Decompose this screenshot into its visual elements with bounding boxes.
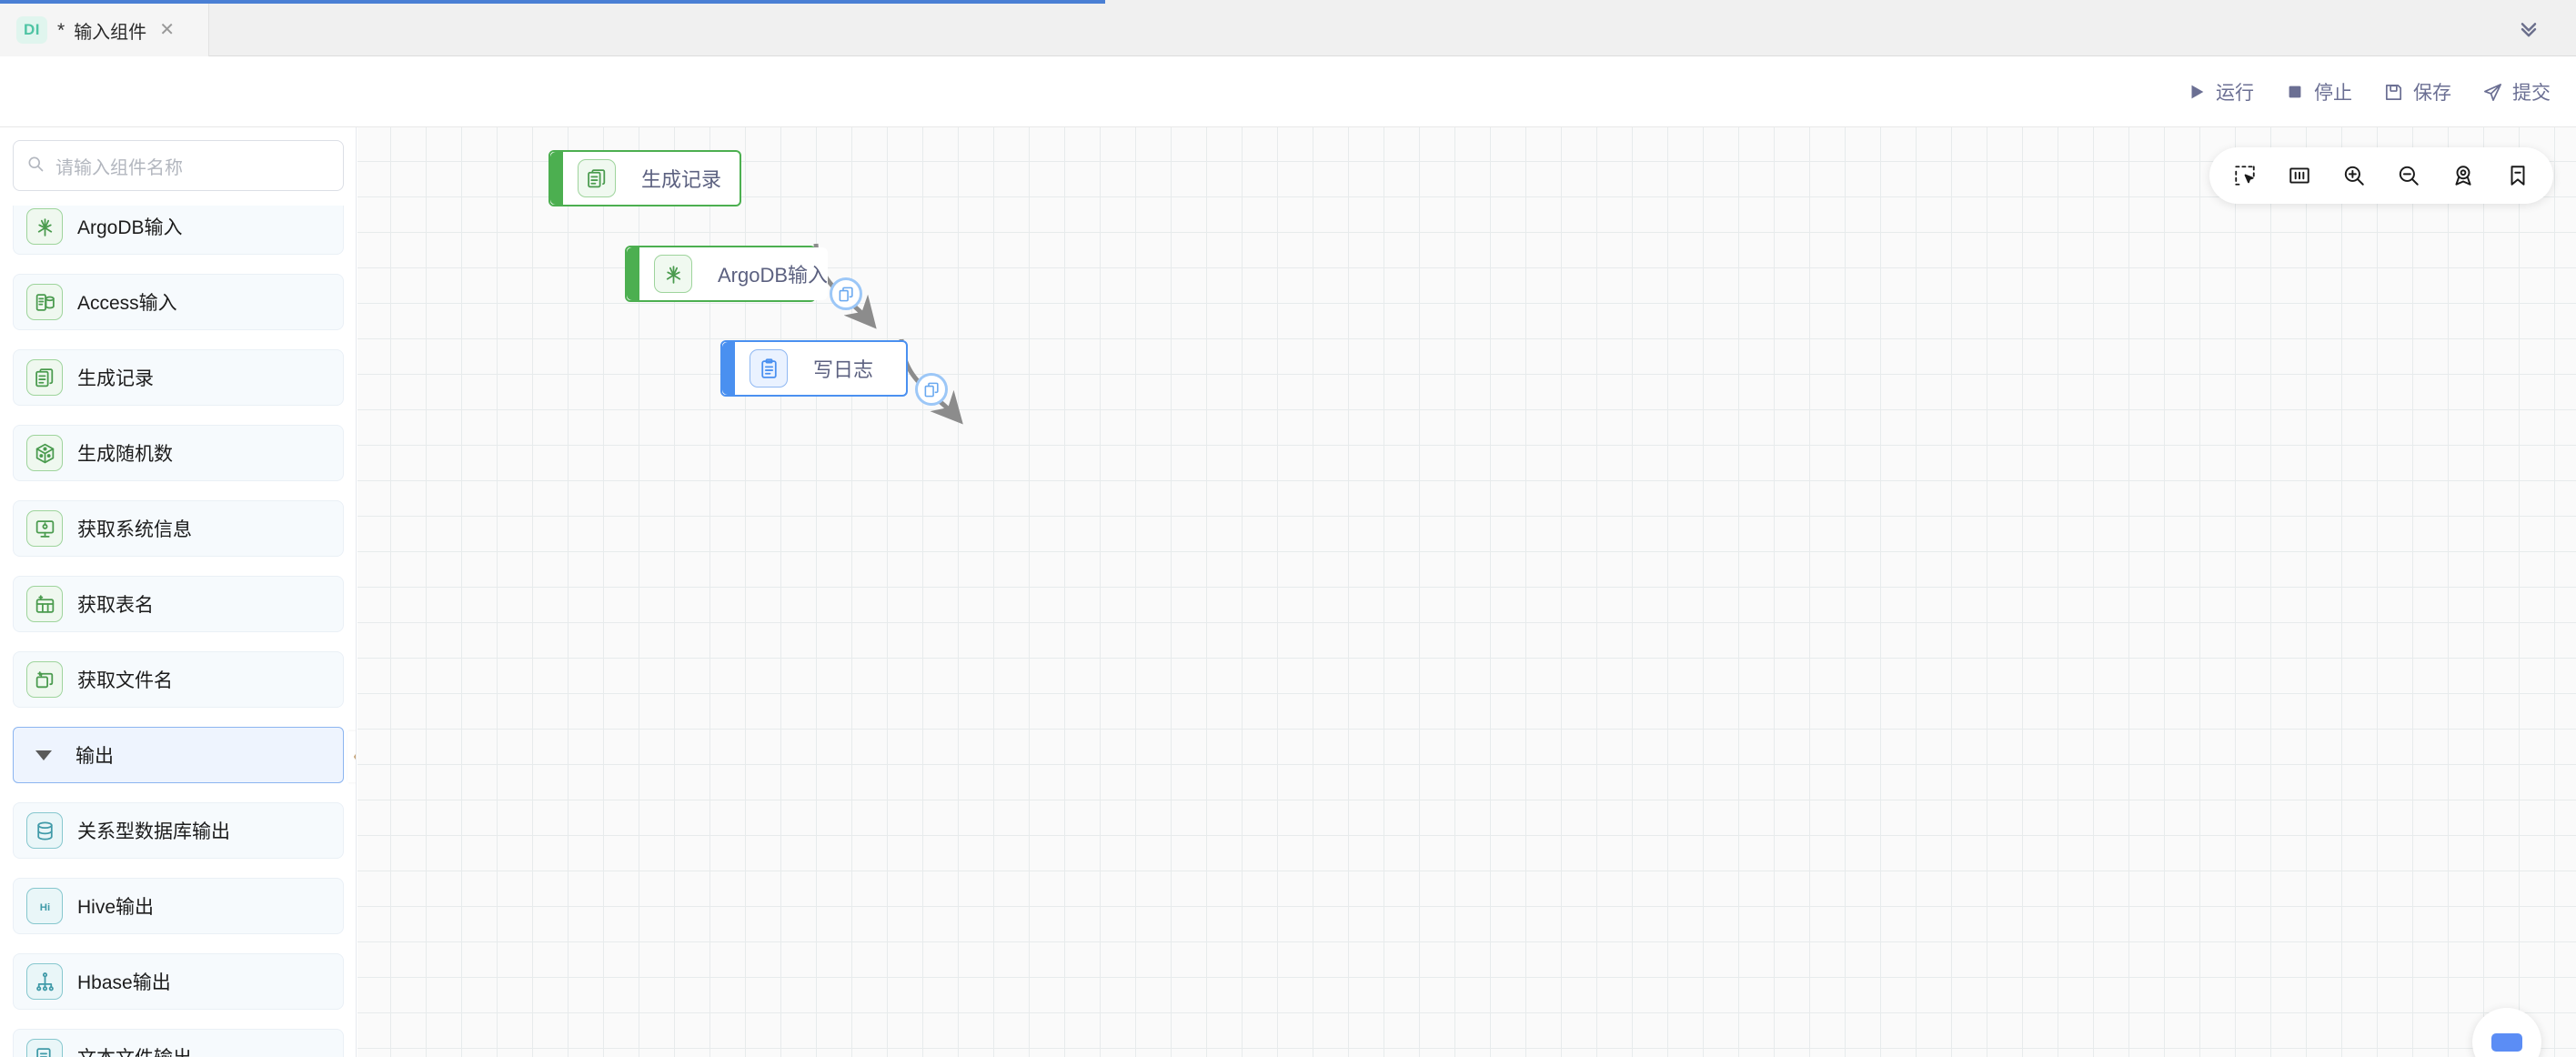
component-sidebar: 请输入组件名称 ArgoDB输入 Access输入生成记录生成随机数获取系统信息获…	[0, 127, 357, 1057]
sidebar-item-label: 获取表名	[77, 595, 154, 616]
save-label: 保存	[2413, 83, 2451, 104]
svg-text:Hi: Hi	[39, 902, 49, 913]
run-button[interactable]: 运行	[2187, 78, 2254, 106]
text-file-icon	[26, 1039, 63, 1057]
tab-accent-line	[0, 0, 1105, 4]
search-field-wrapper: 请输入组件名称	[13, 140, 344, 191]
close-icon[interactable]: ✕	[159, 20, 175, 40]
log-doc-icon	[750, 349, 788, 388]
sidebar-item-1[interactable]: Access输入	[13, 274, 344, 330]
dice-icon	[26, 435, 63, 471]
files-plus-icon	[26, 661, 63, 698]
sidebar-item-label: Hive输出	[77, 897, 155, 918]
sidebar-group-label: 输出	[75, 746, 114, 767]
sidebar-item-5[interactable]: 获取表名	[13, 576, 344, 632]
flow-node-write-log[interactable]: 写日志	[720, 340, 908, 397]
argodb-burst-icon	[654, 255, 692, 293]
panel-toggle-icon	[2491, 1033, 2522, 1052]
search-input[interactable]: 请输入组件名称	[13, 140, 344, 191]
sidebar-item-label: 关系型数据库输出	[77, 821, 230, 842]
hbase-tree-icon	[26, 963, 63, 1000]
canvas-toolbar	[2209, 147, 2553, 204]
stop-square-icon	[2285, 82, 2305, 102]
action-button-group: 运行 停止 保存 提交	[2187, 56, 2551, 127]
unsaved-marker: *	[57, 19, 65, 41]
monitor-info-icon	[26, 510, 63, 547]
tab-title: 输入组件	[74, 22, 147, 43]
save-button[interactable]: 保存	[2383, 78, 2451, 106]
di-badge-icon: DI	[16, 16, 47, 44]
paper-plane-icon	[2482, 82, 2503, 103]
stop-button[interactable]: 停止	[2285, 78, 2352, 106]
documents-icon	[578, 159, 616, 197]
edge-badge-2[interactable]	[915, 373, 948, 406]
sidebar-item-label: Access输入	[77, 293, 177, 314]
zoom-in-icon[interactable]	[2331, 153, 2377, 198]
submit-button[interactable]: 提交	[2482, 78, 2551, 106]
bookmark-icon[interactable]	[2495, 153, 2541, 198]
stop-label: 停止	[2314, 83, 2352, 104]
sidebar-item-label: 获取文件名	[77, 670, 173, 691]
search-icon	[26, 155, 45, 177]
node-accent-bar	[722, 342, 735, 395]
locate-pin-icon[interactable]	[2440, 153, 2486, 198]
sidebar-item-2[interactable]: 生成记录	[13, 349, 344, 406]
fit-screen-icon[interactable]	[2277, 153, 2322, 198]
zoom-out-icon[interactable]	[2386, 153, 2431, 198]
sidebar-item-10[interactable]: Hbase输出	[13, 953, 344, 1010]
node-accent-bar	[627, 247, 639, 300]
node-label: 写日志	[813, 358, 874, 381]
sidebar-item-11[interactable]: 文本文件输出	[13, 1029, 344, 1057]
sidebar-item-3[interactable]: 生成随机数	[13, 425, 344, 481]
sidebar-item-8[interactable]: 关系型数据库输出	[13, 802, 344, 859]
run-label: 运行	[2216, 83, 2254, 104]
node-label: ArgoDB输入	[718, 264, 829, 287]
chevron-double-down-icon[interactable]	[2501, 0, 2556, 56]
database-icon	[26, 812, 63, 849]
triangle-down-icon	[35, 750, 52, 760]
access-db-icon	[26, 284, 63, 320]
flow-node-generate-records[interactable]: 生成记录	[548, 150, 741, 206]
table-plus-icon	[26, 586, 63, 622]
tab-bar: DI * 输入组件 ✕	[0, 0, 2576, 56]
sidebar-item-label: 生成记录	[77, 368, 154, 389]
sidebar-item-label: 文本文件输出	[77, 1043, 192, 1057]
node-label: 生成记录	[641, 168, 722, 191]
submit-label: 提交	[2512, 83, 2551, 104]
sidebar-item-label: 获取系统信息	[77, 519, 192, 540]
action-bar: 运行 停止 保存 提交	[0, 56, 2576, 127]
sidebar-item-4[interactable]: 获取系统信息	[13, 500, 344, 557]
hive-text-icon: Hi	[26, 888, 63, 924]
panel-toggle-button[interactable]	[2472, 1008, 2541, 1057]
marquee-select-icon[interactable]	[2222, 153, 2268, 198]
sidebar-item-9[interactable]: Hi Hive输出	[13, 878, 344, 934]
sidebar-group-output[interactable]: 输出	[13, 727, 344, 783]
sidebar-item-label: 生成随机数	[77, 444, 173, 465]
flow-canvas[interactable]: 生成记录 ArgoDB输入 写日志	[357, 127, 2576, 1057]
documents-icon	[26, 359, 63, 396]
edge-badge-1[interactable]	[830, 277, 862, 310]
sidebar-collapse-handle[interactable]	[347, 731, 356, 782]
sidebar-item-label: ArgoDB输入	[77, 217, 183, 238]
search-placeholder: 请输入组件名称	[55, 157, 183, 178]
floppy-save-icon	[2383, 82, 2404, 103]
sidebar-item-label: Hbase输出	[77, 972, 171, 993]
argodb-burst-icon	[26, 208, 63, 245]
play-icon	[2187, 82, 2207, 102]
tab-input-component[interactable]: DI * 输入组件 ✕	[0, 4, 209, 56]
sidebar-item-0[interactable]: ArgoDB输入	[13, 206, 344, 255]
component-list[interactable]: ArgoDB输入 Access输入生成记录生成随机数获取系统信息获取表名获取文件名…	[0, 206, 356, 1057]
sidebar-item-6[interactable]: 获取文件名	[13, 651, 344, 708]
flow-node-argodb-input[interactable]: ArgoDB输入	[625, 246, 829, 302]
node-accent-bar	[550, 152, 563, 205]
